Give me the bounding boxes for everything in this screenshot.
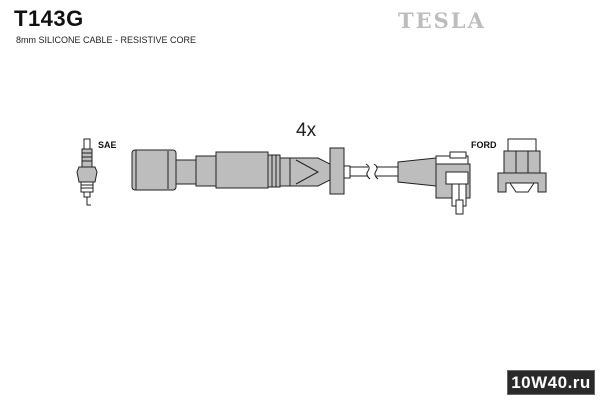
coil-boot <box>397 151 471 215</box>
spark-plug-icon <box>76 138 98 206</box>
tapered-boot <box>279 147 351 195</box>
quantity-label: 4x <box>296 120 317 141</box>
plug-boot <box>131 149 281 191</box>
cable <box>350 163 398 180</box>
cable-description: 8mm SILICONE CABLE - RESISTIVE CORE <box>16 35 197 45</box>
sae-connector-label: SAE <box>98 140 117 150</box>
site-watermark: 10W40.ru <box>507 370 595 395</box>
ford-connector-icon <box>497 138 547 193</box>
part-code: T143G <box>14 6 84 31</box>
brand-logo: TESLA <box>398 8 486 33</box>
ford-connector-label: FORD <box>471 140 497 150</box>
